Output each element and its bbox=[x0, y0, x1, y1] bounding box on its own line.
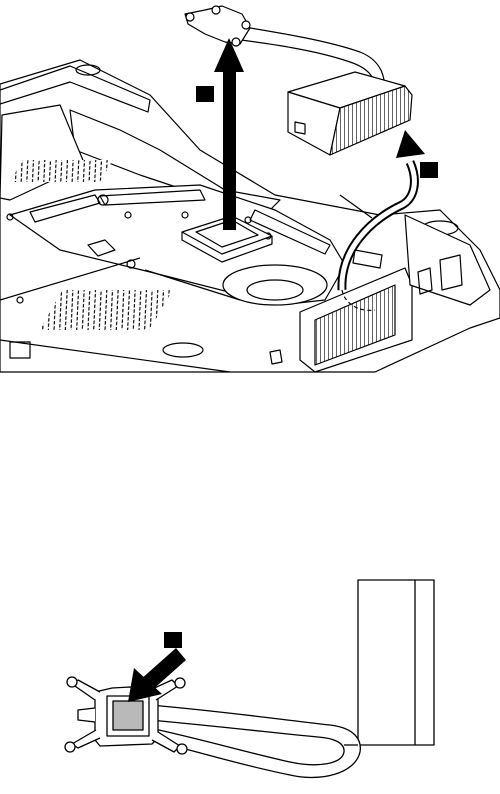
callout-badge-1 bbox=[196, 86, 214, 102]
bracket-tab bbox=[78, 708, 95, 722]
bracket-arm bbox=[72, 730, 100, 748]
thermal-grease-area bbox=[113, 701, 143, 730]
fin-housing bbox=[358, 580, 434, 745]
vent-grid bbox=[39, 290, 172, 330]
bracket-screw-hole bbox=[65, 742, 75, 752]
callout-badge-3 bbox=[164, 632, 182, 648]
grease-pointer-arrow bbox=[128, 648, 186, 702]
heat-sink-illustration bbox=[65, 580, 434, 777]
vent-grid bbox=[10, 160, 113, 182]
bracket-screw-hole bbox=[212, 6, 220, 14]
bracket-screw-hole bbox=[175, 678, 185, 688]
bracket-screw-hole bbox=[242, 21, 250, 29]
fin-block-tab bbox=[295, 122, 305, 134]
heat-sink-lifted bbox=[185, 6, 412, 155]
bracket-screw-hole bbox=[177, 744, 187, 754]
laptop-underside-illustration bbox=[0, 60, 500, 372]
bracket-screw-hole bbox=[186, 13, 194, 21]
heat-pipe bbox=[150, 705, 360, 777]
bracket-screw-hole bbox=[232, 38, 240, 46]
callout-badge-2 bbox=[420, 162, 438, 178]
bracket-screw-hole bbox=[67, 677, 77, 687]
